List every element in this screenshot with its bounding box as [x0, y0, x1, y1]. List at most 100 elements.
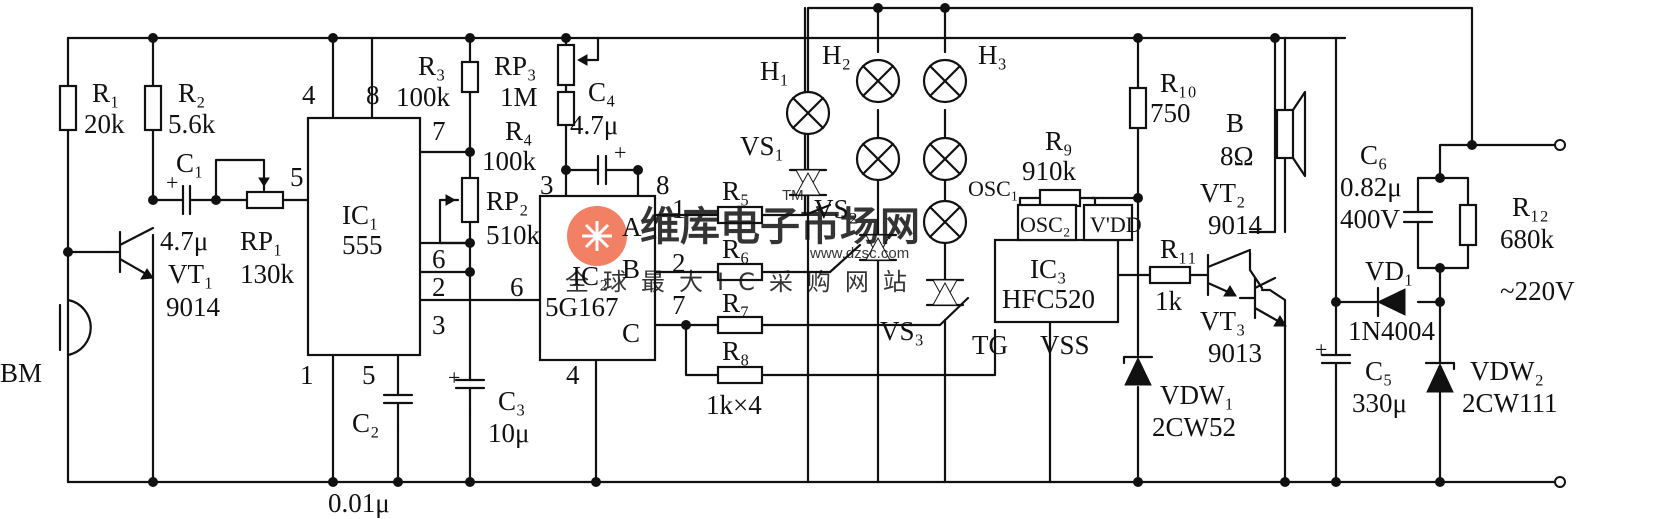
resistor-rp2	[460, 176, 480, 224]
capacitor-c1	[181, 184, 205, 216]
label-c4-val: 4.7μ	[570, 110, 618, 140]
junctions	[63, 3, 1566, 488]
lamp-h3	[922, 58, 968, 245]
label-c1-plus: +	[166, 170, 178, 195]
label-osc2: OSC₂	[1020, 212, 1070, 237]
capacitor-c2	[382, 393, 414, 427]
watermark-title: 维库电子市场网	[640, 204, 920, 250]
pin-ic2-1: 1	[672, 194, 686, 224]
label-r11-val: 1k	[1155, 286, 1183, 316]
label-vdd: V'DD	[1090, 212, 1142, 237]
capacitor-c4	[596, 154, 628, 186]
label-vdw1-val: 2CW52	[1152, 412, 1236, 442]
label-ic2-b: B	[622, 254, 640, 284]
label-r2-name: R₂	[178, 78, 205, 108]
label-c2-val: 0.01μ	[328, 488, 390, 518]
diode-vd1	[1376, 286, 1406, 318]
triac-vs2	[858, 233, 898, 262]
pin-ic1-6: 6	[432, 244, 446, 274]
label-c3-plus: +	[448, 365, 460, 390]
watermark: 维库电子市场网 全球最大IC采购网站 www.dzsc.com TM	[565, 187, 921, 296]
label-c3-name: C₃	[498, 386, 525, 416]
label-r10-val: 750	[1150, 98, 1191, 128]
zener-vdw2	[1424, 361, 1456, 393]
label-r8: R₈	[722, 336, 749, 366]
capacitor-c5	[1320, 353, 1352, 387]
resistor-r3	[460, 60, 480, 94]
label-rp2-val: 510k	[486, 220, 541, 250]
label-r9-name: R₉	[1045, 126, 1072, 156]
label-bm: BM	[0, 358, 42, 388]
pin-ic1-8: 8	[366, 80, 380, 110]
triac-vs3	[925, 278, 965, 307]
lamp-h2	[855, 58, 901, 182]
resistor-r11	[1148, 265, 1192, 285]
transistor-vt3	[1238, 276, 1287, 327]
watermark-subtitle: 全球最大IC采购网站	[565, 268, 921, 296]
pin-ic1-5b: 5	[362, 360, 376, 390]
label-h1: H₁	[760, 56, 789, 86]
label-c4-name: C₄	[588, 77, 615, 107]
resistor-r2	[143, 84, 163, 132]
label-c6-val1: 0.82μ	[1340, 172, 1402, 202]
label-ic2-type: 5G167	[545, 292, 619, 322]
pin-ic1-5: 5	[290, 162, 304, 192]
pin-ic2-4: 4	[566, 360, 580, 390]
ic1-555	[306, 116, 422, 357]
speaker-b	[1275, 90, 1307, 178]
lamp-h1	[785, 90, 831, 136]
label-vt2-val: 9014	[1208, 210, 1263, 240]
label-vd1-val: 1N4004	[1348, 316, 1435, 346]
capacitor-c3	[454, 378, 486, 414]
label-vt1-val: 9014	[166, 292, 221, 322]
label-r6: R₆	[722, 234, 749, 264]
label-c1-val: 4.7μ	[160, 226, 208, 256]
pin-ic1-1: 1	[300, 360, 314, 390]
label-rp2-name: RP₂	[486, 186, 528, 216]
label-rp3-val: 1M	[500, 82, 538, 112]
label-r4-val: 100k	[482, 146, 537, 176]
label-r1-val: 20k	[84, 109, 125, 139]
label-rp1-val: 130k	[240, 259, 295, 289]
label-rp3-name: RP₃	[494, 51, 536, 81]
label-r11-name: R₁₁	[1160, 234, 1197, 264]
label-c5-plus: +	[1315, 337, 1327, 362]
resistor-r6	[716, 262, 764, 282]
label-c6-name: C₆	[1360, 140, 1387, 170]
label-c2-name: C₂	[352, 408, 379, 438]
label-vdw2-val: 2CW111	[1462, 388, 1558, 418]
label-h2: H₂	[822, 40, 851, 70]
microphone-bm	[58, 298, 92, 357]
pin-ic2-7: 7	[672, 290, 686, 320]
label-ic3-type: HFC520	[1002, 284, 1095, 314]
label-vs3: VS₃	[880, 316, 924, 346]
label-ic2-c: C	[622, 318, 640, 348]
pin-ic1-2: 2	[432, 272, 446, 302]
label-vss: VSS	[1040, 330, 1090, 360]
label-ic2-a: A	[622, 212, 642, 242]
label-r12-name: R₁₂	[1512, 192, 1549, 222]
label-r3-val: 100k	[396, 82, 451, 112]
wires	[66, 6, 1562, 484]
label-r5: R₅	[722, 176, 749, 206]
pin-ic2-8: 8	[656, 170, 670, 200]
resistor-r10	[1128, 86, 1148, 130]
label-vs1: VS₁	[740, 131, 784, 161]
label-vdw2-name: VDW₂	[1470, 356, 1544, 386]
label-r2-val: 5.6k	[168, 109, 216, 139]
watermark-logo	[567, 206, 627, 266]
label-r1-name: R₁	[92, 78, 119, 108]
label-r3-name: R₃	[418, 51, 445, 81]
label-c1-name: C₁	[176, 148, 203, 178]
label-vd1-name: VD₁	[1365, 256, 1413, 286]
label-osc1: OSC₁	[968, 176, 1018, 201]
label-vt3-name: VT₃	[1200, 306, 1245, 336]
label-vdw1-name: VDW₁	[1160, 380, 1234, 410]
label-ac-220v: ~220V	[1500, 276, 1575, 306]
label-rp1-name: RP₁	[240, 226, 282, 256]
transistor-vt2	[1206, 248, 1252, 297]
label-c5-val: 330μ	[1352, 388, 1407, 418]
label-r9-val: 910k	[1022, 156, 1077, 186]
resistor-r7	[716, 315, 764, 335]
